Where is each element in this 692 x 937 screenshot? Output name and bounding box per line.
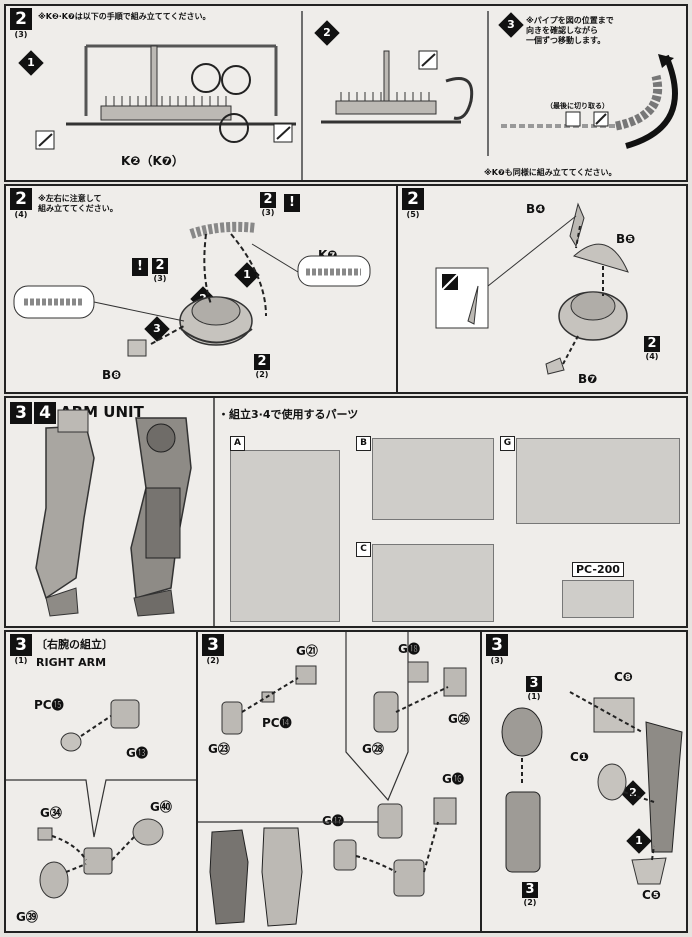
parts-used-title: ・組立3·4で使用するパーツ (218, 408, 359, 421)
runner-c (372, 544, 494, 622)
step-number: 3 (486, 634, 508, 656)
part-label-g34: G㉞ (40, 806, 62, 820)
part-label-b7: B❼ (578, 372, 598, 386)
step-sub: (3) (490, 656, 504, 665)
step-2-4-drawing (13, 221, 371, 357)
panel-step-2-5: 2 (5) B❹ B❺ B❸ B❼ 2 (4) (396, 184, 688, 394)
part-label-g13: G⓭ (126, 746, 148, 760)
step-sub: (2) (206, 656, 220, 665)
step-sub: (4) (14, 210, 28, 219)
part-label-b4: B❹ (526, 202, 546, 216)
arm-unit-illustration (35, 398, 215, 626)
step-3-1-drawing (6, 699, 196, 899)
section-title-jp: 〔右腕の組立〕 (36, 638, 113, 651)
step-number: 2 (402, 188, 424, 210)
step-badge-4: 4 (34, 402, 56, 424)
part-label-k2-k7: K❷（K❼） (121, 154, 184, 168)
runner-label-c: C (356, 542, 371, 557)
ref-step-3-2: 3 (2) (522, 882, 538, 907)
step-sub: (1) (14, 656, 28, 665)
runner-label-g: G (500, 436, 515, 451)
cut-last-note: （最後に切り取る） (546, 102, 609, 110)
step-badge-3: 3 (10, 402, 32, 424)
part-label-g16: G⓰ (442, 772, 464, 786)
runner-label-pc200: PC-200 (572, 562, 624, 577)
pipe-move-note: ※パイプを図の位置まで 向きを確認しながら 一個ずつ移動します。 (526, 16, 614, 45)
runner-g (516, 438, 680, 524)
ref-step-2-4: 2 (4) (644, 336, 660, 361)
runner-b (372, 438, 494, 520)
part-label-g23: G㉓ (208, 742, 230, 756)
panel-arm-unit: 3 4 ARM UNIT ・組立3·4で使用するパーツ A B C G PC-2… (4, 396, 688, 628)
step-3-2-drawing (198, 632, 467, 927)
step-badge: 2 (4) (10, 188, 32, 219)
step-badge: 3 (2) (202, 634, 224, 665)
panel-step-2-3: 2 (3) ※K❷·K❼は以下の手順で組み立ててください。 1 2 3 ※パイプ… (4, 4, 688, 182)
step-3-3-drawing (501, 691, 683, 885)
section-title-en: RIGHT ARM (36, 656, 107, 669)
step-badge: 2 (5) (402, 188, 424, 219)
part-label-b5: B❺ (616, 232, 636, 246)
step-number: 3 (202, 634, 224, 656)
caution-icon: ! (284, 194, 300, 212)
part-label-g28: G㉘ (362, 742, 384, 756)
runner-pc200 (562, 580, 634, 618)
left-right-note: ※左右に注意して 組み立ててください。 (38, 194, 118, 213)
ref-step-2-2: 2 (2) (254, 354, 270, 379)
panel-step-2-4: 2 (4) ※左右に注意して 組み立ててください。 2 (3) ! ! 2 (3… (4, 184, 398, 394)
step-2-5-drawing (435, 202, 629, 375)
part-label-g39: G㊴ (16, 910, 38, 924)
panel-step-3-1: 3 (1) 〔右腕の組立〕 RIGHT ARM PC⓯ G⓭ G㉞ G㊵ G㊴ (4, 630, 198, 933)
step-badge: 3 (3) (486, 634, 508, 665)
part-label-c8: C❽ (614, 670, 633, 684)
step-number: 2 (10, 8, 32, 30)
step-number: 2 (10, 188, 32, 210)
panel-step-3-2: 3 (2) G㉑ PC⓮ G㉓ G⓲ G㉖ G㉘ G⓰ G⓱ (196, 630, 482, 933)
ref-step-3-1: 3 (1) (526, 676, 542, 701)
ref-step-2-3: 2 (3) (152, 258, 168, 283)
step-badge: 3 (1) (10, 634, 32, 665)
step-badge: 2 (3) (10, 8, 32, 39)
runner-a (230, 450, 340, 622)
part-label-pc15: PC⓯ (34, 698, 64, 712)
part-label-g40: G㊵ (150, 800, 172, 814)
assembly-note: ※K❷·K❼は以下の手順で組み立ててください。 (38, 12, 211, 21)
step-2-3-drawing (35, 11, 678, 180)
k7-same-note: ※K❼も同様に組み立ててください。 (484, 168, 617, 177)
part-label-c1: C❶ (570, 750, 589, 764)
part-label-pc14: PC⓮ (262, 716, 292, 730)
runner-label-a: A (230, 436, 245, 451)
part-label-b8: B❽ (102, 368, 122, 382)
step-sub: (5) (406, 210, 420, 219)
part-label-g26: G㉖ (448, 712, 470, 726)
panel-step-3-3: 3 (3) 3 (1) 3 (2) C❽ C❶ C❺ 2 1 (480, 630, 688, 933)
caution-icon: ! (132, 258, 148, 276)
part-label-g17: G⓱ (322, 814, 344, 828)
runner-label-b: B (356, 436, 371, 451)
part-label-g18: G⓲ (398, 642, 420, 656)
part-label-g21: G㉑ (296, 644, 318, 658)
step-number: 3 (10, 634, 32, 656)
step-sub: (3) (14, 30, 28, 39)
part-label-c5: C❺ (642, 888, 661, 902)
ref-step-2-3: 2 (3) (260, 192, 276, 217)
